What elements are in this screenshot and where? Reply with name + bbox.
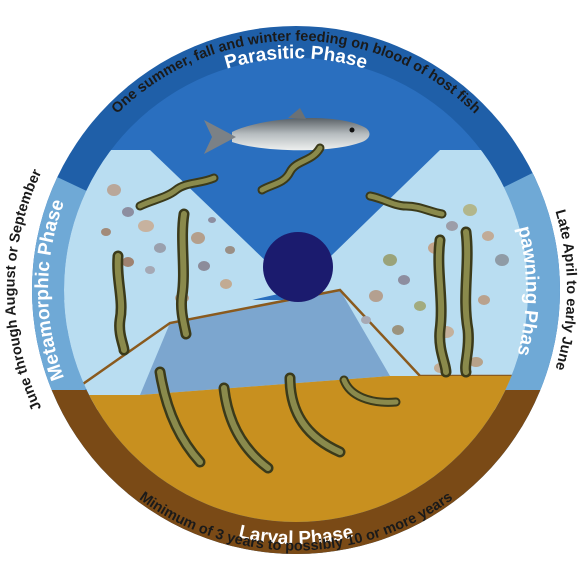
center-circle <box>263 232 333 302</box>
